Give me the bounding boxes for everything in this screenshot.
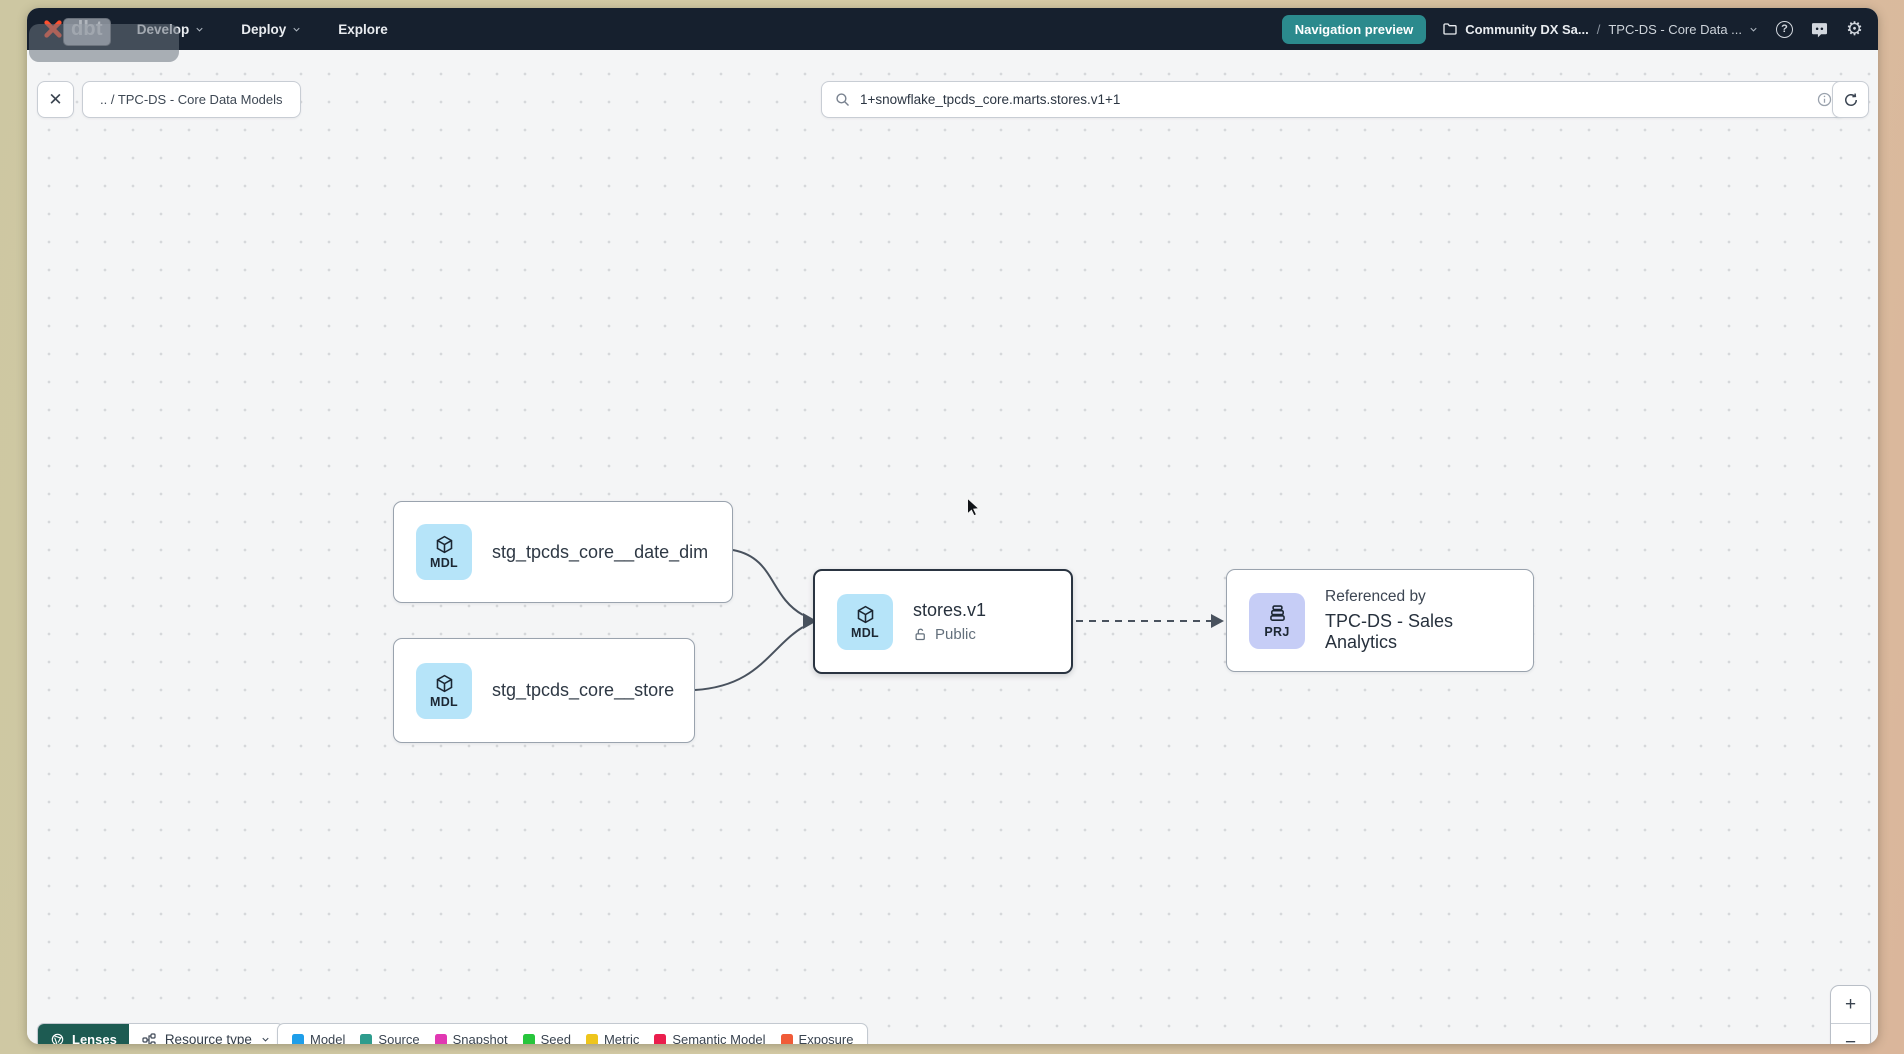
nav-deploy[interactable]: Deploy [241, 22, 302, 37]
breadcrumb-project-label: Community DX Sa... [1465, 21, 1589, 37]
node-tpcds-sales-analytics[interactable]: PRJ Referenced by TPC-DS - Sales Analyti… [1226, 569, 1534, 672]
legend-swatch [522, 1033, 535, 1044]
access-label: Public [935, 626, 976, 643]
legend-swatch [654, 1033, 667, 1044]
gear-icon: ⚙ [1845, 18, 1864, 40]
nav-explore[interactable]: Explore [338, 22, 388, 37]
resource-type-dropdown[interactable]: Resource type [129, 1024, 283, 1044]
lenses-button[interactable]: Lenses [38, 1024, 129, 1044]
zoom-in-button[interactable]: + [1831, 986, 1870, 1024]
resource-type-legend: Model Source Snapshot Seed Metric Semant… [277, 1023, 869, 1044]
folder-icon [1443, 23, 1457, 35]
feedback-button[interactable] [1810, 20, 1829, 39]
legend-label: Model [310, 1032, 346, 1044]
help-button[interactable]: ? [1775, 20, 1794, 39]
badge-label: MDL [851, 625, 879, 640]
project-icon [1269, 604, 1285, 621]
badge-label: MDL [430, 556, 458, 570]
chat-icon [1811, 22, 1828, 37]
chevron-down-icon [1750, 27, 1757, 32]
node-label: stg_tpcds_core__store [492, 680, 675, 700]
search-icon [836, 93, 850, 107]
node-label: stg_tpcds_core__date_dim [492, 541, 709, 562]
node-label: stores.v1 [913, 600, 987, 620]
legend-swatch [585, 1033, 598, 1044]
resource-type-icon [142, 1032, 156, 1044]
breadcrumb-page-label: TPC-DS - Core Data ... [1608, 21, 1742, 37]
lineage-search-bar [821, 81, 1846, 118]
search-input[interactable] [860, 92, 1807, 107]
nav-deploy-label: Deploy [241, 21, 287, 37]
model-badge: MDL [837, 593, 893, 650]
lock-open-icon [915, 628, 925, 641]
model-badge: MDL [416, 524, 472, 580]
refresh-button[interactable] [1832, 81, 1869, 118]
info-icon[interactable] [1816, 91, 1833, 108]
lineage-edges [694, 549, 1224, 691]
chevron-down-icon [196, 27, 203, 32]
node-stg-tpcds-core-date-dim[interactable]: MDL stg_tpcds_core__date_dim [393, 501, 733, 603]
legend-item-source: Source [360, 1032, 420, 1044]
screen-recording-artifact [29, 18, 179, 62]
legend-item-semantic-model: Semantic Model [654, 1032, 766, 1044]
resource-type-label: Resource type [164, 1032, 252, 1044]
chevron-down-icon [262, 1037, 269, 1042]
node-body: Referenced by TPC-DS - Sales Analytics [1325, 588, 1511, 653]
screen-recording-artifact-inner [63, 18, 111, 46]
legend-label: Source [378, 1032, 420, 1044]
node-label: TPC-DS - Sales Analytics [1325, 611, 1454, 652]
cube-icon [436, 674, 452, 692]
lineage-breadcrumb-chip[interactable]: .. / TPC-DS - Core Data Models [82, 81, 301, 118]
legend-item-metric: Metric [585, 1032, 640, 1044]
breadcrumb-page[interactable]: TPC-DS - Core Data ... [1608, 22, 1759, 37]
help-icon: ? [1776, 20, 1793, 38]
legend-item-snapshot: Snapshot [434, 1032, 508, 1044]
legend-label: Seed [540, 1032, 571, 1044]
breadcrumb-separator: / [1596, 21, 1601, 37]
lenses-label: Lenses [72, 1032, 117, 1044]
legend-swatch [434, 1033, 447, 1044]
legend-label: Snapshot [452, 1032, 508, 1044]
chevron-down-icon [293, 27, 300, 32]
cube-icon [857, 605, 873, 623]
nav-explore-label: Explore [338, 21, 388, 37]
app-window: dbt Develop Deploy Explore Navigation pr… [27, 8, 1878, 1044]
model-badge: MDL [416, 662, 472, 719]
breadcrumb: Community DX Sa... / TPC-DS - Core Data … [1442, 21, 1759, 37]
close-icon: ✕ [48, 89, 63, 109]
mouse-cursor-icon [966, 497, 981, 517]
badge-label: PRJ [1264, 624, 1290, 639]
settings-button[interactable]: ⚙ [1845, 20, 1864, 39]
node-stores-v1[interactable]: MDL stores.v1 Public [813, 569, 1073, 674]
node-access: Public [913, 626, 986, 643]
top-nav-bar: dbt Develop Deploy Explore Navigation pr… [27, 8, 1878, 50]
legend-label: Semantic Model [672, 1032, 766, 1044]
zoom-controls: + − [1830, 985, 1871, 1044]
legend-label: Metric [603, 1032, 640, 1044]
node-kicker: Referenced by [1325, 588, 1426, 605]
lenses-icon [51, 1033, 64, 1044]
close-lineage-button[interactable]: ✕ [37, 81, 74, 118]
header-right: Navigation preview Community DX Sa... / … [1281, 14, 1864, 44]
navigation-preview-badge[interactable]: Navigation preview [1281, 14, 1427, 44]
lenses-control: Lenses Resource type [37, 1023, 284, 1044]
node-body: stores.v1 Public [913, 600, 986, 643]
refresh-icon [1844, 92, 1857, 106]
zoom-out-button[interactable]: − [1844, 1031, 1857, 1045]
legend-swatch [360, 1033, 373, 1044]
badge-label: MDL [430, 694, 458, 709]
cube-icon [436, 535, 452, 554]
legend-item-seed: Seed [522, 1032, 571, 1044]
legend-swatch [780, 1033, 793, 1044]
legend-item-exposure: Exposure [780, 1032, 854, 1044]
project-badge: PRJ [1249, 592, 1305, 649]
lineage-canvas[interactable]: ✕ .. / TPC-DS - Core Data Models MDL [27, 50, 1878, 1044]
legend-label: Exposure [798, 1032, 854, 1044]
legend-item-model: Model [292, 1032, 345, 1044]
breadcrumb-project[interactable]: Community DX Sa... [1442, 21, 1589, 37]
legend-swatch [292, 1033, 304, 1044]
node-stg-tpcds-core-store[interactable]: MDL stg_tpcds_core__store [393, 638, 695, 743]
